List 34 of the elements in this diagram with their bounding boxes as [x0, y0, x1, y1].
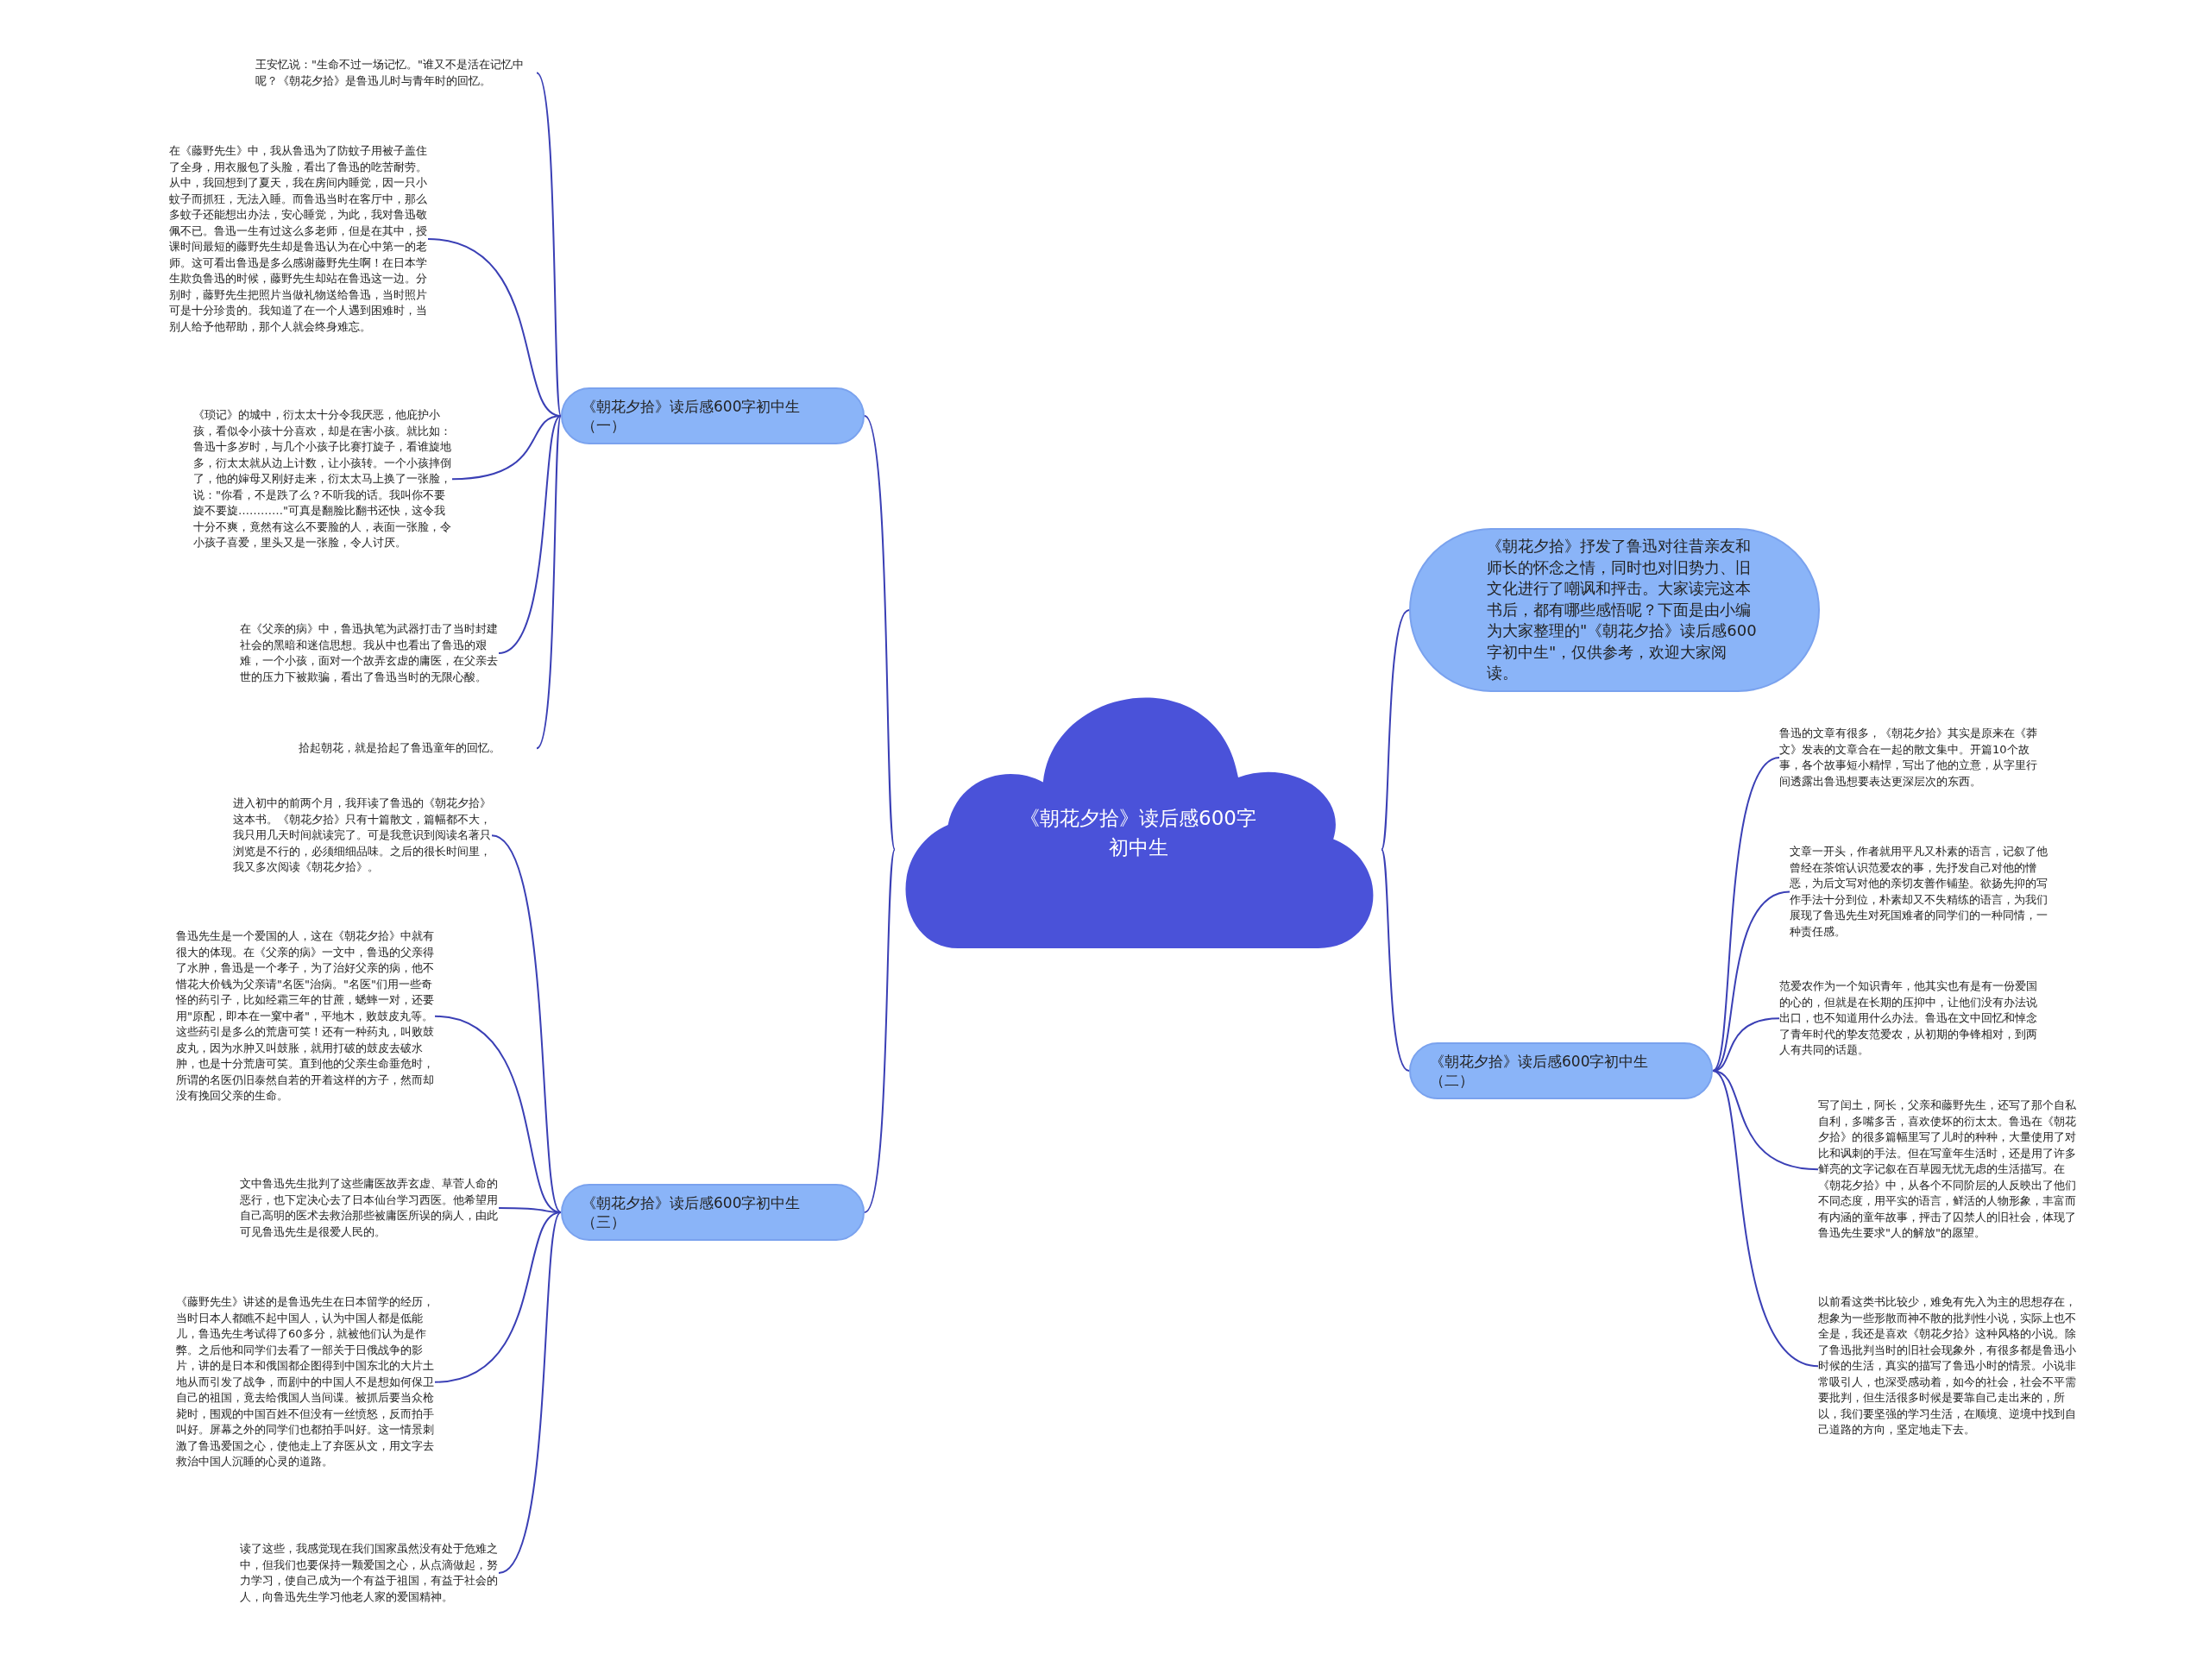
branch-text: 《朝花夕拾》读后感600字初中生（二） [1430, 1052, 1650, 1090]
connector-line [1712, 757, 1780, 1072]
note-text: 《琐记》的城中，衍太太十分令我厌恶，他庇护小孩，看似令小孩十分喜欢，却是在害小孩。就比如：鲁迅十多岁时，与几个小孩子比赛打旋子，看谁旋地多，衍太太就从边上计数，让小孩转。一个小孩摔倒了，他的婶母又刚好走来，衍太太马上换了一张脸，说："你看，不是跌了么？不听我的话。我叫你不要旋不要旋…………"可真是翻脸比翻书还快，这令我十分不爽，竟然有这么不要脸的人，表面一张脸，令小孩子喜爱，里头又是一张脸，令人讨厌。 [193, 407, 452, 551]
branch-text: 《朝花夕拾》读后感600字初中生（一） [582, 397, 802, 435]
note-text: 王安忆说："生命不过一场记忆。"谁又不是活在记忆中呢？《朝花夕拾》是鲁迅儿时与青年时的回忆。 [255, 57, 537, 89]
connector-line [1712, 1070, 1819, 1368]
connector-line [536, 415, 562, 750]
connector-line [498, 1211, 562, 1574]
intro-text: 《朝花夕拾》抒发了鲁迅对往昔亲友和师长的怀念之情，同时也对旧势力、旧文化进行了嘲讽和抨击。大家读完这本书后，都有哪些感悟呢？下面是由小编为大家整理的"《朝花夕拾》读后感600字初中生"，仅供参考，欢迎大家阅读。 [1487, 536, 1758, 684]
branch-text: 《朝花夕拾》读后感600字初中生（三） [582, 1193, 802, 1231]
topic-text: 《朝花夕拾》读后感600字初中生 [1019, 806, 1257, 860]
note-text: 文中鲁迅先生批判了这些庸医故弄玄虚、草菅人命的恶行，也下定决心去了日本仙台学习西医。他希望用自己高明的医术去救治那些被庸医所误的病人，由此可见鲁迅先生是很爱人民的。 [240, 1176, 499, 1240]
note-text: 拾起朝花，就是拾起了鲁迅童年的回忆。 [299, 740, 537, 757]
branch-pill [561, 387, 865, 444]
connector-line [1712, 890, 1790, 1072]
note-text: 进入初中的前两个月，我拜读了鲁迅的《朝花夕拾》这本书。《朝花夕拾》只有十篇散文，篇幅都不大，我只用几天时间就读完了。可是我意识到阅读名著只浏览是不行的，必须细细品味。之后的很长时间里，我又多次阅读《朝花夕拾》。 [233, 796, 492, 876]
connector-line [1381, 848, 1410, 1072]
connector-line [498, 415, 562, 654]
note-text: 《藤野先生》讲述的是鲁迅先生在日本留学的经历，当时日本人都瞧不起中国人，认为中国人都是低能儿，鲁迅先生考试得了60多分，就被他们认为是作弊。之后他和同学们去看了一部关于日俄战争的影片，讲的是日本和俄国都企图得到中国东北的大片土地从而引发了战争，而剧中的中国人不是想如何保卫自己的祖国，竟去给俄国人当间谍。被抓后要当众枪毙时，围观的中国百姓不但没有一丝愤怒，反而拍手叫好。屏幕之外的同学们也都拍手叫好。这一情景刺激了鲁迅爱国之心，使他走上了弃医从文，用文字去救治中国人沉睡的心灵的道路。 [176, 1294, 435, 1470]
note-text: 写了闰土，阿长，父亲和藤野先生，还写了那个自私自利，多嘴多舌，喜欢使坏的衍太太。鲁迅在《朝花夕拾》的很多篇幅里写了儿时的种种，大量使用了对比和讽刺的手法。但在写童年生活时，还是用了许多鲜亮的文字记叙在百草园无忧无虑的生活描写。在《朝花夕拾》中，从各个不同阶层的人反映出了他们不同态度，用平实的语言，鲜活的人物形象，丰富而有内涵的童年故事，抨击了囚禁人的旧社会，体现了鲁迅先生要求"人的解放"的愿望。 [1818, 1098, 2077, 1242]
connector-line [434, 1211, 562, 1383]
connector-line [536, 72, 562, 417]
note-text: 以前看这类书比较少，难免有先入为主的思想存在，想象为一些形散而神不散的批判性小说，实际上也不全是，我还是喜欢《朝花夕拾》这种风格的小说。除了鲁迅批判当时的旧社会现象外，有很多都是鲁迅小时候的生活，真实的描写了鲁迅小时的情景。小说非常吸引人，也深受感动着，如今的社会，社会不平需要批判，但生活很多时候是要靠自己走出来的，所以，我们要坚强的学习生活，在顺境、逆境中找到自己道路的方向，坚定地走下去。 [1818, 1294, 2077, 1438]
connector-line [491, 834, 562, 1213]
note-text: 文章一开头，作者就用平凡又朴素的语言，记叙了他曾经在茶馆认识范爱农的事，先抒发自己对他的憎恶，为后文写对他的亲切友善作铺垫。欲扬先抑的写作手法十分到位，朴素却又不失精练的语言，为我们展现了鲁迅先生对死国难者的同学们的一种同情，一种责任感。 [1790, 844, 2049, 940]
connector-line [1381, 609, 1410, 851]
note-text: 鲁迅的文章有很多，《朝花夕拾》其实是原来在《莽文》发表的文章合在一起的散文集中。开篇10个故事，各个故事短小精悍，写出了他的立意，从字里行间透露出鲁迅想要表达更深层次的东西。 [1779, 726, 2038, 790]
note-text: 鲁迅先生是一个爱国的人，这在《朝花夕拾》中就有很大的体现。在《父亲的病》一文中，鲁迅的父亲得了水肿，鲁迅是一个孝子，为了治好父亲的病，他不惜花大价钱为父亲请"名医"治病。"名医"们用一些奇怪的药引子，比如经霜三年的甘蔗，蟋蟀一对，还要用"原配，即本在一窠中者"，平地木，败鼓皮丸等。这些药引是多么的荒唐可笑！还有一种药丸，叫败鼓皮丸，因为水肿又叫鼓胀，就用打破的鼓皮去破水肿，也是十分荒唐可笑。直到他的父亲生命垂危时，所谓的名医仍旧泰然自若的开着这样的方子，然而却没有挽回父亲的生命。 [176, 928, 435, 1104]
connector-line [864, 415, 896, 851]
connector-line [864, 848, 896, 1213]
note-text: 在《父亲的病》中，鲁迅执笔为武器打击了当时封建社会的黑暗和迷信思想。我从中也看出了鲁迅的艰难，一个小孩，面对一个故弄玄虚的庸医，在父亲去世的压力下被欺骗，看出了鲁迅当时的无限心酸。 [240, 621, 499, 685]
note-text: 范爱农作为一个知识青年，他其实也有是有一份爱国的心的，但就是在长期的压抑中，让他们没有办法说出口，也不知道用什么办法。鲁迅在文中回忆和悼念了青年时代的挚友范爱农，从初期的争锋相对，到两人有共同的话题。 [1779, 978, 2038, 1059]
note-text: 在《藤野先生》中，我从鲁迅为了防蚊子用被子盖住了全身，用衣服包了头脸，看出了鲁迅的吃苦耐劳。从中，我回想到了夏天，我在房间内睡觉，因一只小蚊子而抓狂，无法入睡。而鲁迅当时在客厅中，那么多蚊子还能想出办法，安心睡觉，为此，我对鲁迅敬佩不已。鲁迅一生有过这么多老师，但是在其中，授课时间最短的藤野先生却是鲁迅认为在心中第一的老师。这可看出鲁迅是多么感谢藤野先生啊！在日本学生欺负鲁迅的时候，藤野先生却站在鲁迅这一边。分别时，藤野先生把照片当做礼物送给鲁迅，当时照片可是十分珍贵的。我知道了在一个人遇到困难时，当别人给予他帮助，那个人就会终身难忘。 [169, 143, 428, 335]
note-text: 读了这些，我感觉现在我们国家虽然没有处于危难之中，但我们也要保持一颗爱国之心，从点滴做起，努力学习，使自己成为一个有益于祖国，有益于社会的人，向鲁迅先生学习他老人家的爱国精神。 [240, 1541, 499, 1605]
